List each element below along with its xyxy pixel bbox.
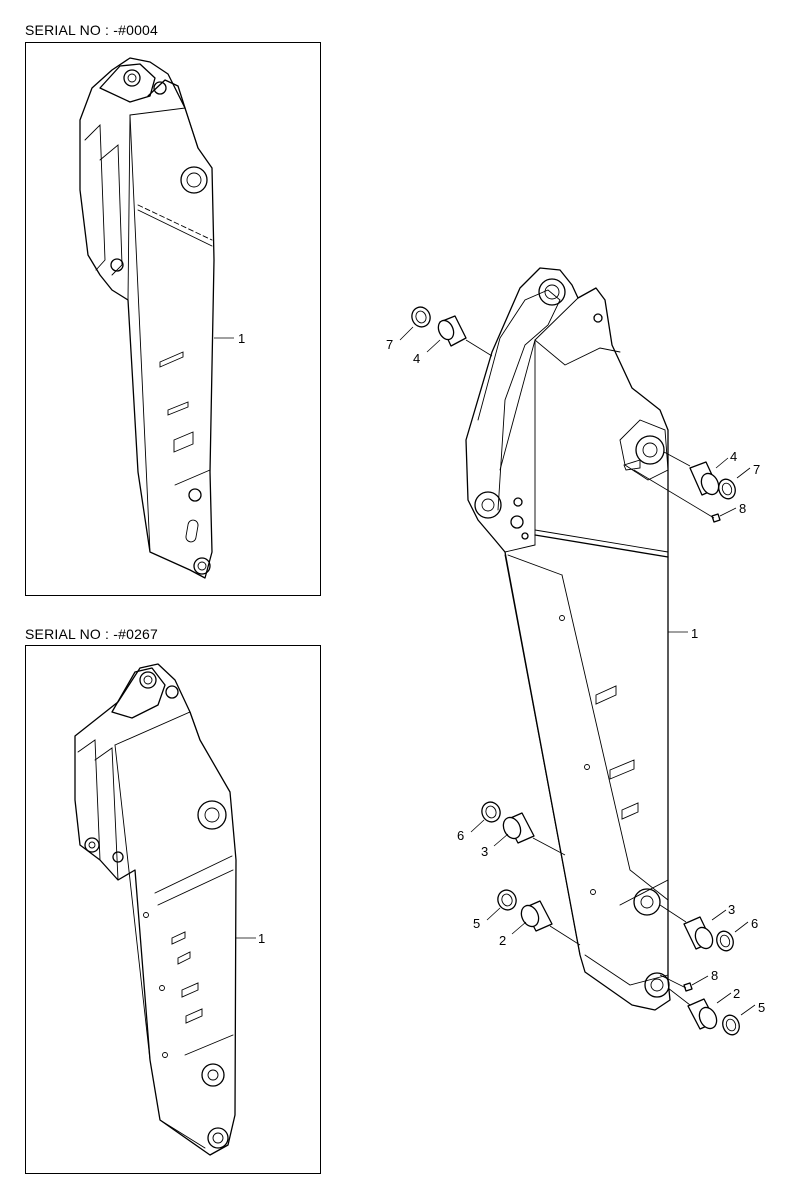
callout-2-left: 2 (499, 933, 506, 948)
part-bush-mid-right (683, 916, 714, 950)
part-bush-top-left (437, 315, 467, 347)
callout-8-bottom: 8 (711, 968, 718, 983)
inset1-arm-drawing: 1 (79, 57, 245, 579)
main-callout-1: 1 (691, 626, 698, 641)
part-fitting-bottom (683, 982, 693, 992)
callout-5-left: 5 (473, 916, 480, 931)
part-ring-mid-right (716, 930, 734, 952)
part-fitting-top (711, 513, 721, 523)
callout-4-left: 4 (413, 351, 420, 366)
callout-4-right: 4 (730, 449, 737, 464)
inset1-frame (25, 42, 321, 596)
callout-5-right: 5 (758, 1000, 765, 1015)
callout-3-right: 3 (728, 902, 735, 917)
part-bush-top-right (689, 461, 720, 496)
inset1-callout-1: 1 (238, 331, 245, 346)
inset1-serial-label: SERIAL NO : -#0004 (25, 22, 159, 38)
part-ring-bottom-left (497, 889, 517, 911)
callout-2-right: 2 (733, 986, 740, 1001)
callout-7-left: 7 (386, 337, 393, 352)
inset2-serial-label: SERIAL NO : -#0267 (25, 626, 159, 642)
inset2-callout-1: 1 (258, 931, 265, 946)
part-bush-bottom-right (687, 998, 718, 1030)
main-arm-drawing (465, 267, 671, 1011)
part-ring-top-right (718, 478, 736, 500)
part-bush-bottom-left (520, 900, 553, 932)
part-ring-mid-left (481, 801, 501, 823)
callout-6-left: 6 (457, 828, 464, 843)
inset2-frame (25, 645, 321, 1174)
callout-7-right: 7 (753, 462, 760, 477)
callout-6-right: 6 (751, 916, 758, 931)
callout-8-top: 8 (739, 501, 746, 516)
callout-3-left: 3 (481, 844, 488, 859)
inset2-arm-drawing: 1 (74, 663, 265, 1156)
part-ring-bottom-right (722, 1014, 740, 1036)
part-ring-top-left (411, 306, 431, 328)
part-bush-mid-left (502, 812, 535, 844)
